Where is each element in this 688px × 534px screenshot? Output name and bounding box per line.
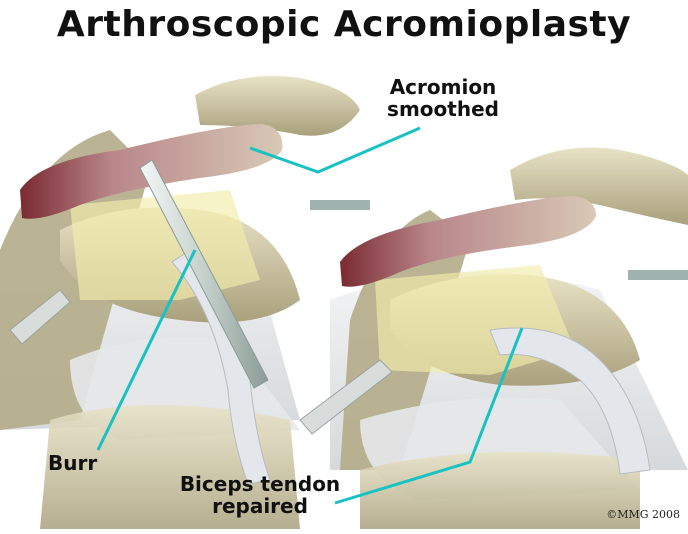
copyright-notice: ©MMG 2008 [606, 508, 680, 521]
biceps-label-line-1: Biceps tendon [160, 473, 360, 495]
acromion-label-line-2: smoothed [378, 98, 508, 120]
page-title: Arthroscopic Acromioplasty [0, 4, 688, 45]
acromion-label-line-1: Acromion [378, 76, 508, 98]
left-gray-instrument [310, 200, 370, 210]
right-lower-bone [360, 452, 640, 529]
right-gray-instrument [628, 270, 688, 280]
biceps-label: Biceps tendon repaired [160, 473, 360, 517]
biceps-label-line-2: repaired [160, 495, 360, 517]
burr-label: Burr [48, 452, 118, 474]
acromion-label: Acromion smoothed [378, 76, 508, 120]
left-clavicle [195, 76, 360, 136]
